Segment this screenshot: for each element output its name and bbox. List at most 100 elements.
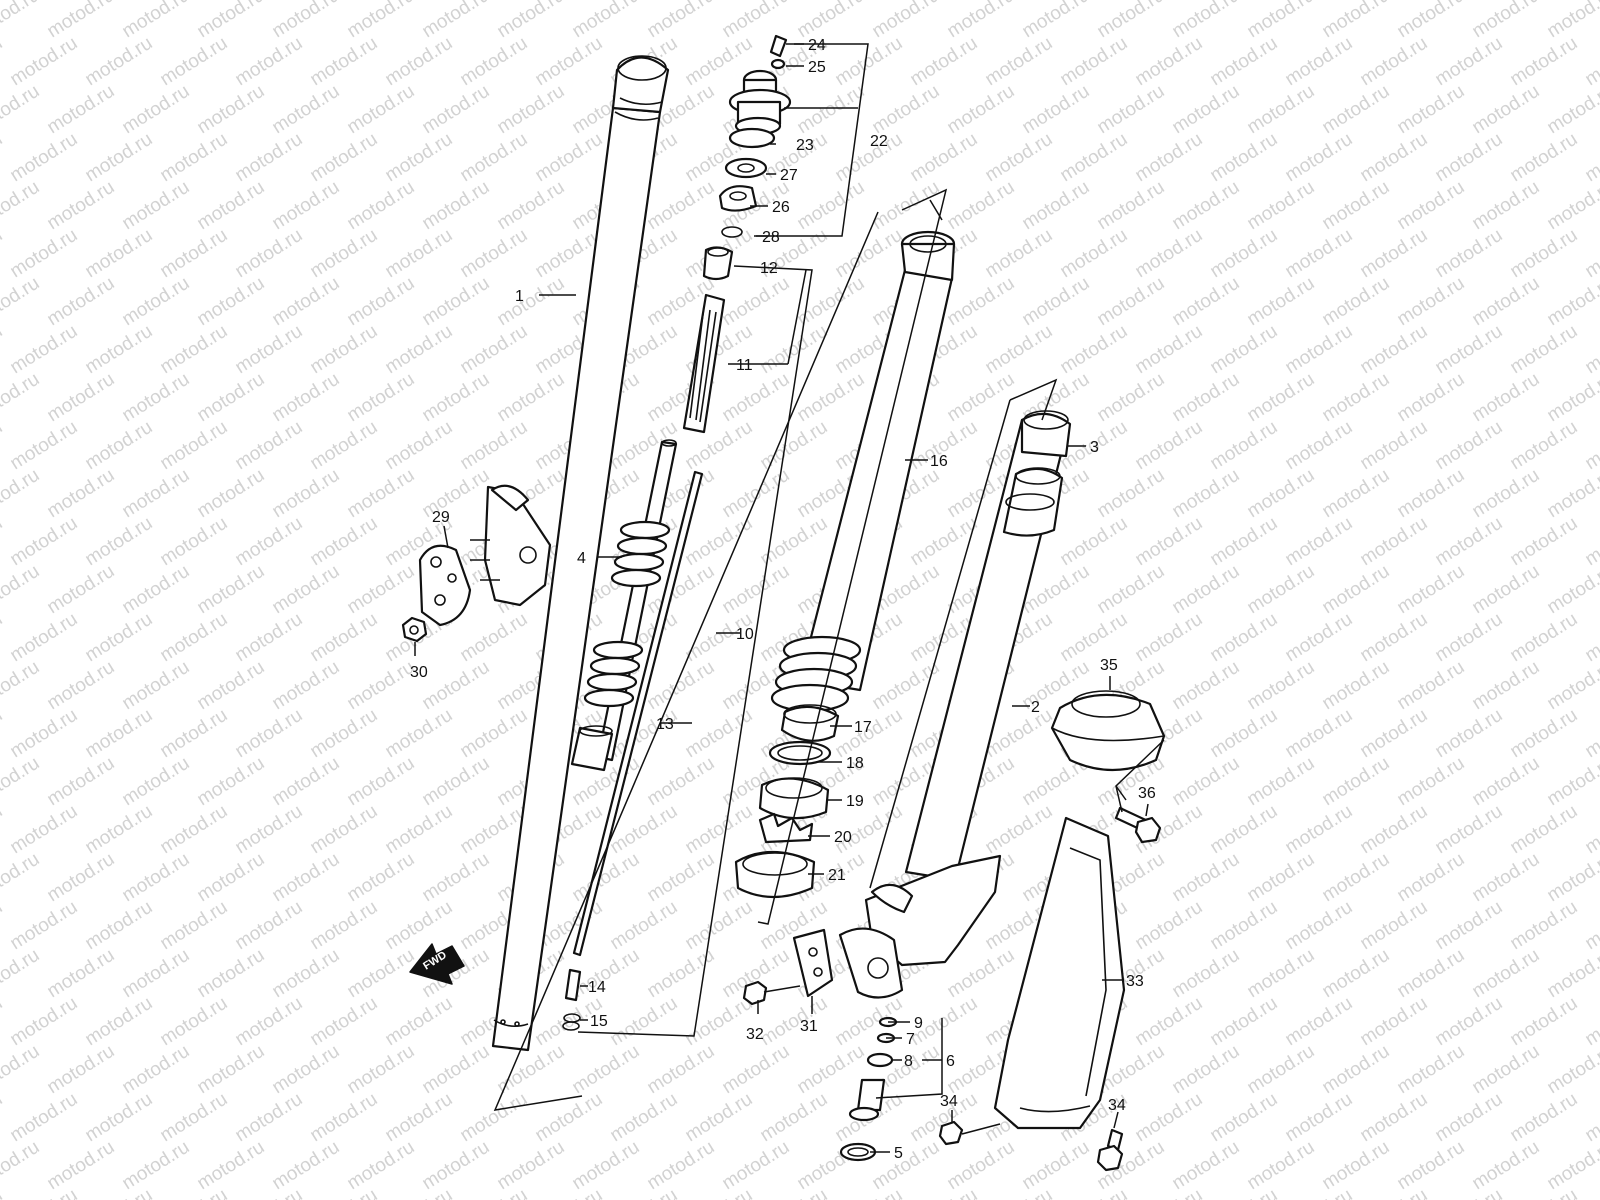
watermark-text: motod.ru bbox=[1319, 753, 1394, 811]
callout-34-left: 34 bbox=[940, 1093, 958, 1110]
watermark-text: motod.ru bbox=[307, 609, 382, 667]
watermark-text: motod.ru bbox=[269, 1041, 344, 1099]
watermark-text: motod.ru bbox=[0, 465, 43, 523]
callout-24: 24 bbox=[808, 37, 826, 54]
callout-30: 30 bbox=[410, 664, 428, 681]
watermark-text: motod.ru bbox=[269, 657, 344, 715]
watermark-text: motod.ru bbox=[1132, 609, 1207, 667]
watermark-text: motod.ru bbox=[119, 753, 194, 811]
watermark-text: motod.ru bbox=[1432, 1185, 1507, 1200]
callout-29: 29 bbox=[432, 509, 450, 526]
watermark-text: motod.ru bbox=[644, 657, 719, 715]
watermark-text: motod.ru bbox=[719, 369, 794, 427]
watermark-text: motod.ru bbox=[382, 1185, 457, 1200]
watermark-text: motod.ru bbox=[494, 81, 569, 139]
watermark-text: motod.ru bbox=[1582, 417, 1600, 475]
watermark-text: motod.ru bbox=[0, 609, 6, 667]
watermark-text: motod.ru bbox=[532, 129, 607, 187]
watermark-text: motod.ru bbox=[1432, 225, 1507, 283]
watermark-text: motod.ru bbox=[194, 273, 269, 331]
watermark-text: motod.ru bbox=[419, 177, 494, 235]
watermark-text: motod.ru bbox=[269, 561, 344, 619]
watermark-text: motod.ru bbox=[1469, 369, 1544, 427]
watermark-text: motod.ru bbox=[1244, 273, 1319, 331]
watermark-text: motod.ru bbox=[0, 897, 6, 955]
watermark-text: motod.ru bbox=[1132, 417, 1207, 475]
callout-1: 1 bbox=[515, 288, 524, 305]
watermark-text: motod.ru bbox=[82, 705, 157, 763]
watermark-text: motod.ru bbox=[119, 81, 194, 139]
watermark-text: motod.ru bbox=[1207, 897, 1282, 955]
watermark-text: motod.ru bbox=[7, 993, 82, 1051]
watermark-text: motod.ru bbox=[1357, 225, 1432, 283]
watermark-text: motod.ru bbox=[1357, 513, 1432, 571]
watermark-text: motod.ru bbox=[719, 561, 794, 619]
watermark-text: motod.ru bbox=[1207, 417, 1282, 475]
watermark-text: motod.ru bbox=[1169, 81, 1244, 139]
watermark-text: motod.ru bbox=[982, 321, 1057, 379]
watermark-text: motod.ru bbox=[1132, 1089, 1207, 1147]
watermark-text: motod.ru bbox=[1169, 1137, 1244, 1195]
watermark-text: motod.ru bbox=[1394, 273, 1469, 331]
callout-13: 13 bbox=[656, 716, 674, 733]
watermark-text: motod.ru bbox=[382, 417, 457, 475]
watermark-text: motod.ru bbox=[457, 321, 532, 379]
watermark-text: motod.ru bbox=[194, 945, 269, 1003]
watermark-text: motod.ru bbox=[982, 33, 1057, 91]
watermark-text: motod.ru bbox=[269, 369, 344, 427]
watermark-text: motod.ru bbox=[82, 1089, 157, 1147]
watermark-text: motod.ru bbox=[1544, 849, 1600, 907]
callout-15: 15 bbox=[590, 1013, 608, 1030]
watermark-text: motod.ru bbox=[0, 513, 6, 571]
watermark-text: motod.ru bbox=[1469, 273, 1544, 331]
watermark-text: motod.ru bbox=[7, 225, 82, 283]
watermark-text: motod.ru bbox=[0, 273, 43, 331]
watermark-text: motod.ru bbox=[1582, 513, 1600, 571]
watermark-text: motod.ru bbox=[1544, 1041, 1600, 1099]
watermark-text: motod.ru bbox=[0, 321, 6, 379]
watermark-text: motod.ru bbox=[307, 993, 382, 1051]
watermark-text: motod.ru bbox=[1544, 1137, 1600, 1195]
watermark-text: motod.ru bbox=[1357, 33, 1432, 91]
watermark-text: motod.ru bbox=[1357, 1185, 1432, 1200]
watermark-text: motod.ru bbox=[607, 897, 682, 955]
watermark-text: motod.ru bbox=[0, 993, 6, 1051]
callout-26: 26 bbox=[772, 199, 790, 216]
watermark-text: motod.ru bbox=[1469, 849, 1544, 907]
watermark-text: motod.ru bbox=[869, 0, 944, 42]
watermark-text: motod.ru bbox=[1544, 369, 1600, 427]
watermark-text: motod.ru bbox=[269, 0, 344, 42]
watermark-text: motod.ru bbox=[1057, 129, 1132, 187]
watermark-text: motod.ru bbox=[1207, 321, 1282, 379]
callout-8: 8 bbox=[904, 1053, 913, 1070]
watermark-text: motod.ru bbox=[1357, 321, 1432, 379]
watermark-text: motod.ru bbox=[7, 417, 82, 475]
watermark-text: motod.ru bbox=[344, 753, 419, 811]
watermark-text: motod.ru bbox=[44, 657, 119, 715]
watermark-text: motod.ru bbox=[1469, 177, 1544, 235]
watermark-text: motod.ru bbox=[7, 801, 82, 859]
fork-spring-coils bbox=[583, 520, 671, 708]
watermark-text: motod.ru bbox=[1169, 273, 1244, 331]
watermark-text: motod.ru bbox=[1244, 177, 1319, 235]
watermark-text: motod.ru bbox=[682, 1089, 757, 1147]
callout-labels: 1 2 3 4 5 6 7 8 9 10 11 12 13 14 15 16 1… bbox=[410, 37, 1156, 1162]
watermark-text: motod.ru bbox=[1169, 0, 1244, 42]
watermark-text: motod.ru bbox=[1207, 993, 1282, 1051]
watermark-text: motod.ru bbox=[1019, 81, 1094, 139]
watermark-text: motod.ru bbox=[1207, 33, 1282, 91]
watermark-text: motod.ru bbox=[1282, 609, 1357, 667]
watermark-text: motod.ru bbox=[1282, 321, 1357, 379]
watermark-text: motod.ru bbox=[1057, 513, 1132, 571]
watermark-text: motod.ru bbox=[0, 1089, 6, 1147]
watermark-text: motod.ru bbox=[0, 945, 43, 1003]
watermark-text: motod.ru bbox=[44, 465, 119, 523]
callout-2: 2 bbox=[1031, 699, 1040, 716]
watermark-text: motod.ru bbox=[719, 0, 794, 42]
watermark-text: motod.ru bbox=[1207, 705, 1282, 763]
watermark-text: motod.ru bbox=[0, 1137, 43, 1195]
callout-34-right: 34 bbox=[1108, 1097, 1126, 1114]
watermark-text: motod.ru bbox=[1582, 321, 1600, 379]
watermark-text: motod.ru bbox=[419, 849, 494, 907]
